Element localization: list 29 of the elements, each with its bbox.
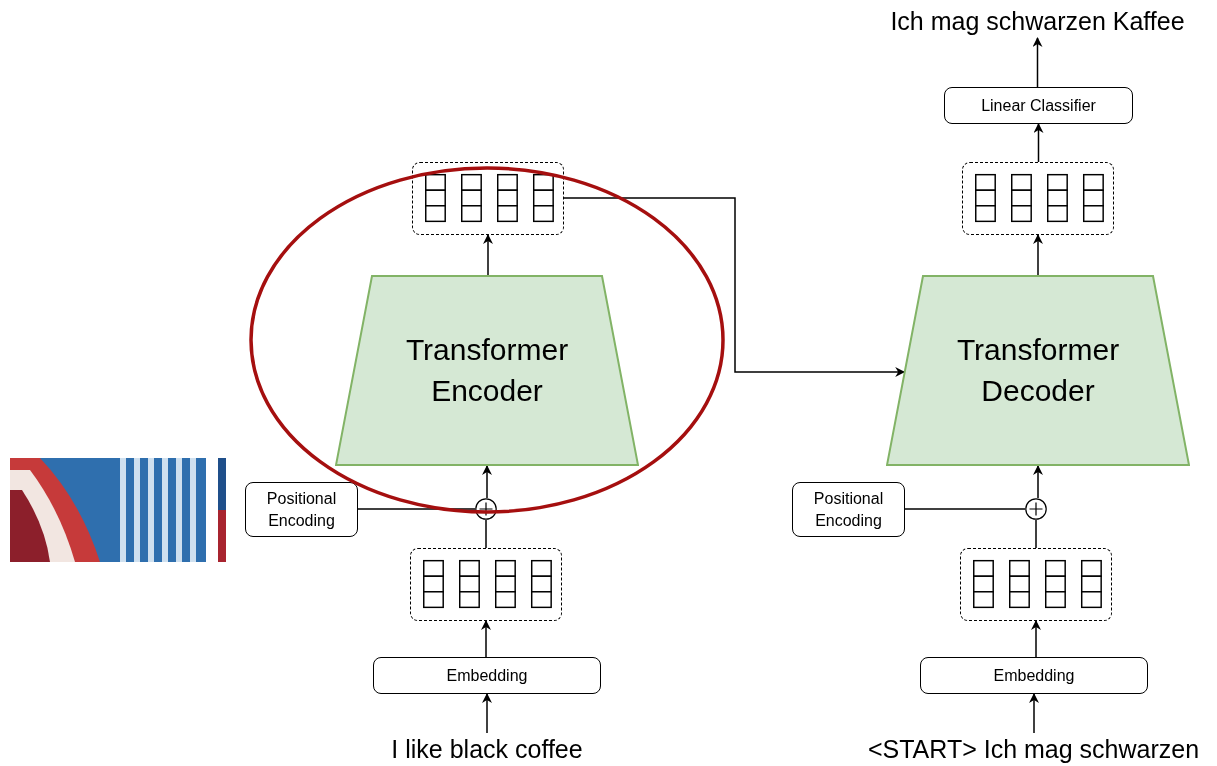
arrow — [481, 620, 491, 658]
arrow — [482, 465, 492, 499]
classifier-box: Linear Classifier — [944, 87, 1133, 124]
adder-symbol — [1025, 498, 1047, 520]
vector-group — [960, 548, 1112, 621]
encoder-block: Transformer Encoder — [335, 275, 639, 466]
arrow — [1029, 693, 1039, 734]
arrow — [1032, 37, 1043, 88]
decoder-block: Transformer Decoder — [886, 275, 1190, 466]
encoding-box: Positional Encoding — [792, 482, 905, 537]
encoding-box: Positional Encoding — [245, 482, 358, 537]
vector-group — [412, 162, 564, 235]
arrow — [1033, 234, 1043, 276]
arrow — [482, 693, 492, 734]
connector-line — [904, 508, 1026, 510]
vector-group — [410, 548, 562, 621]
arrow — [1033, 465, 1043, 499]
input-sentence: <START> Ich mag schwarzen — [850, 733, 1217, 766]
connector-line — [485, 519, 487, 549]
arrow — [1031, 620, 1041, 658]
output-sentence: Ich mag schwarzen Kaffee — [860, 4, 1215, 38]
input-sentence: I like black coffee — [362, 733, 612, 766]
arrow — [483, 234, 493, 276]
arrow — [1033, 123, 1044, 163]
adder-symbol — [475, 498, 497, 520]
embedding-box: Embedding — [920, 657, 1148, 694]
embedding-box: Embedding — [373, 657, 601, 694]
vector-group — [962, 162, 1114, 235]
connector-line — [1035, 519, 1037, 549]
